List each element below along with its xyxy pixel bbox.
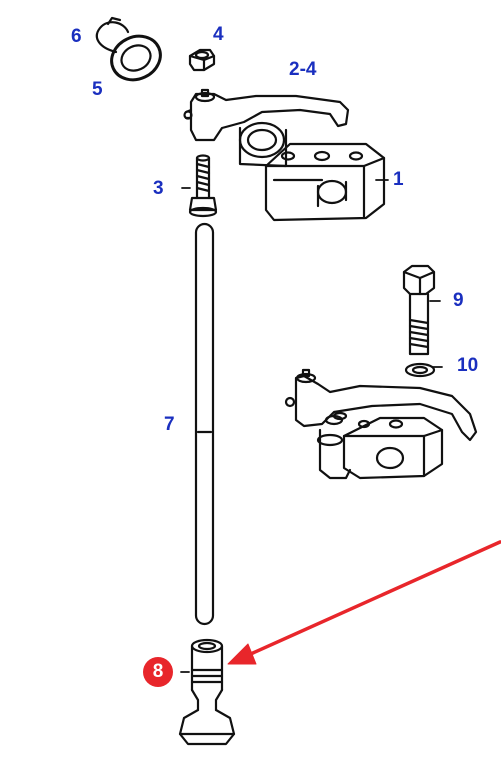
adjusting-screw-part-3	[188, 154, 218, 218]
push-rod-part-7	[194, 222, 215, 626]
callout-3: 3	[153, 178, 164, 199]
snap-ring-part-6	[95, 16, 130, 54]
callout-2-4: 2-4	[289, 59, 317, 80]
washer-part-5	[110, 34, 162, 82]
tappet-part-8	[178, 638, 236, 746]
leader-lines	[180, 179, 443, 673]
callout-10: 10	[457, 355, 479, 376]
callout-1: 1	[393, 169, 404, 190]
callout-7: 7	[164, 414, 175, 435]
callout-5: 5	[92, 79, 103, 100]
callout-6: 6	[71, 26, 82, 47]
nut-part-4	[188, 48, 216, 72]
bolt-part-9	[402, 264, 436, 356]
highlight-arrow	[227, 540, 501, 665]
rocker-bracket-part-1	[264, 142, 386, 222]
callout-8-badge: 8	[143, 657, 173, 687]
washer-part-10	[404, 362, 436, 378]
callout-9: 9	[453, 290, 464, 311]
rocker-assembly	[284, 368, 478, 480]
rocker-arm-part-2-4	[183, 88, 350, 168]
callout-4: 4	[213, 24, 224, 45]
